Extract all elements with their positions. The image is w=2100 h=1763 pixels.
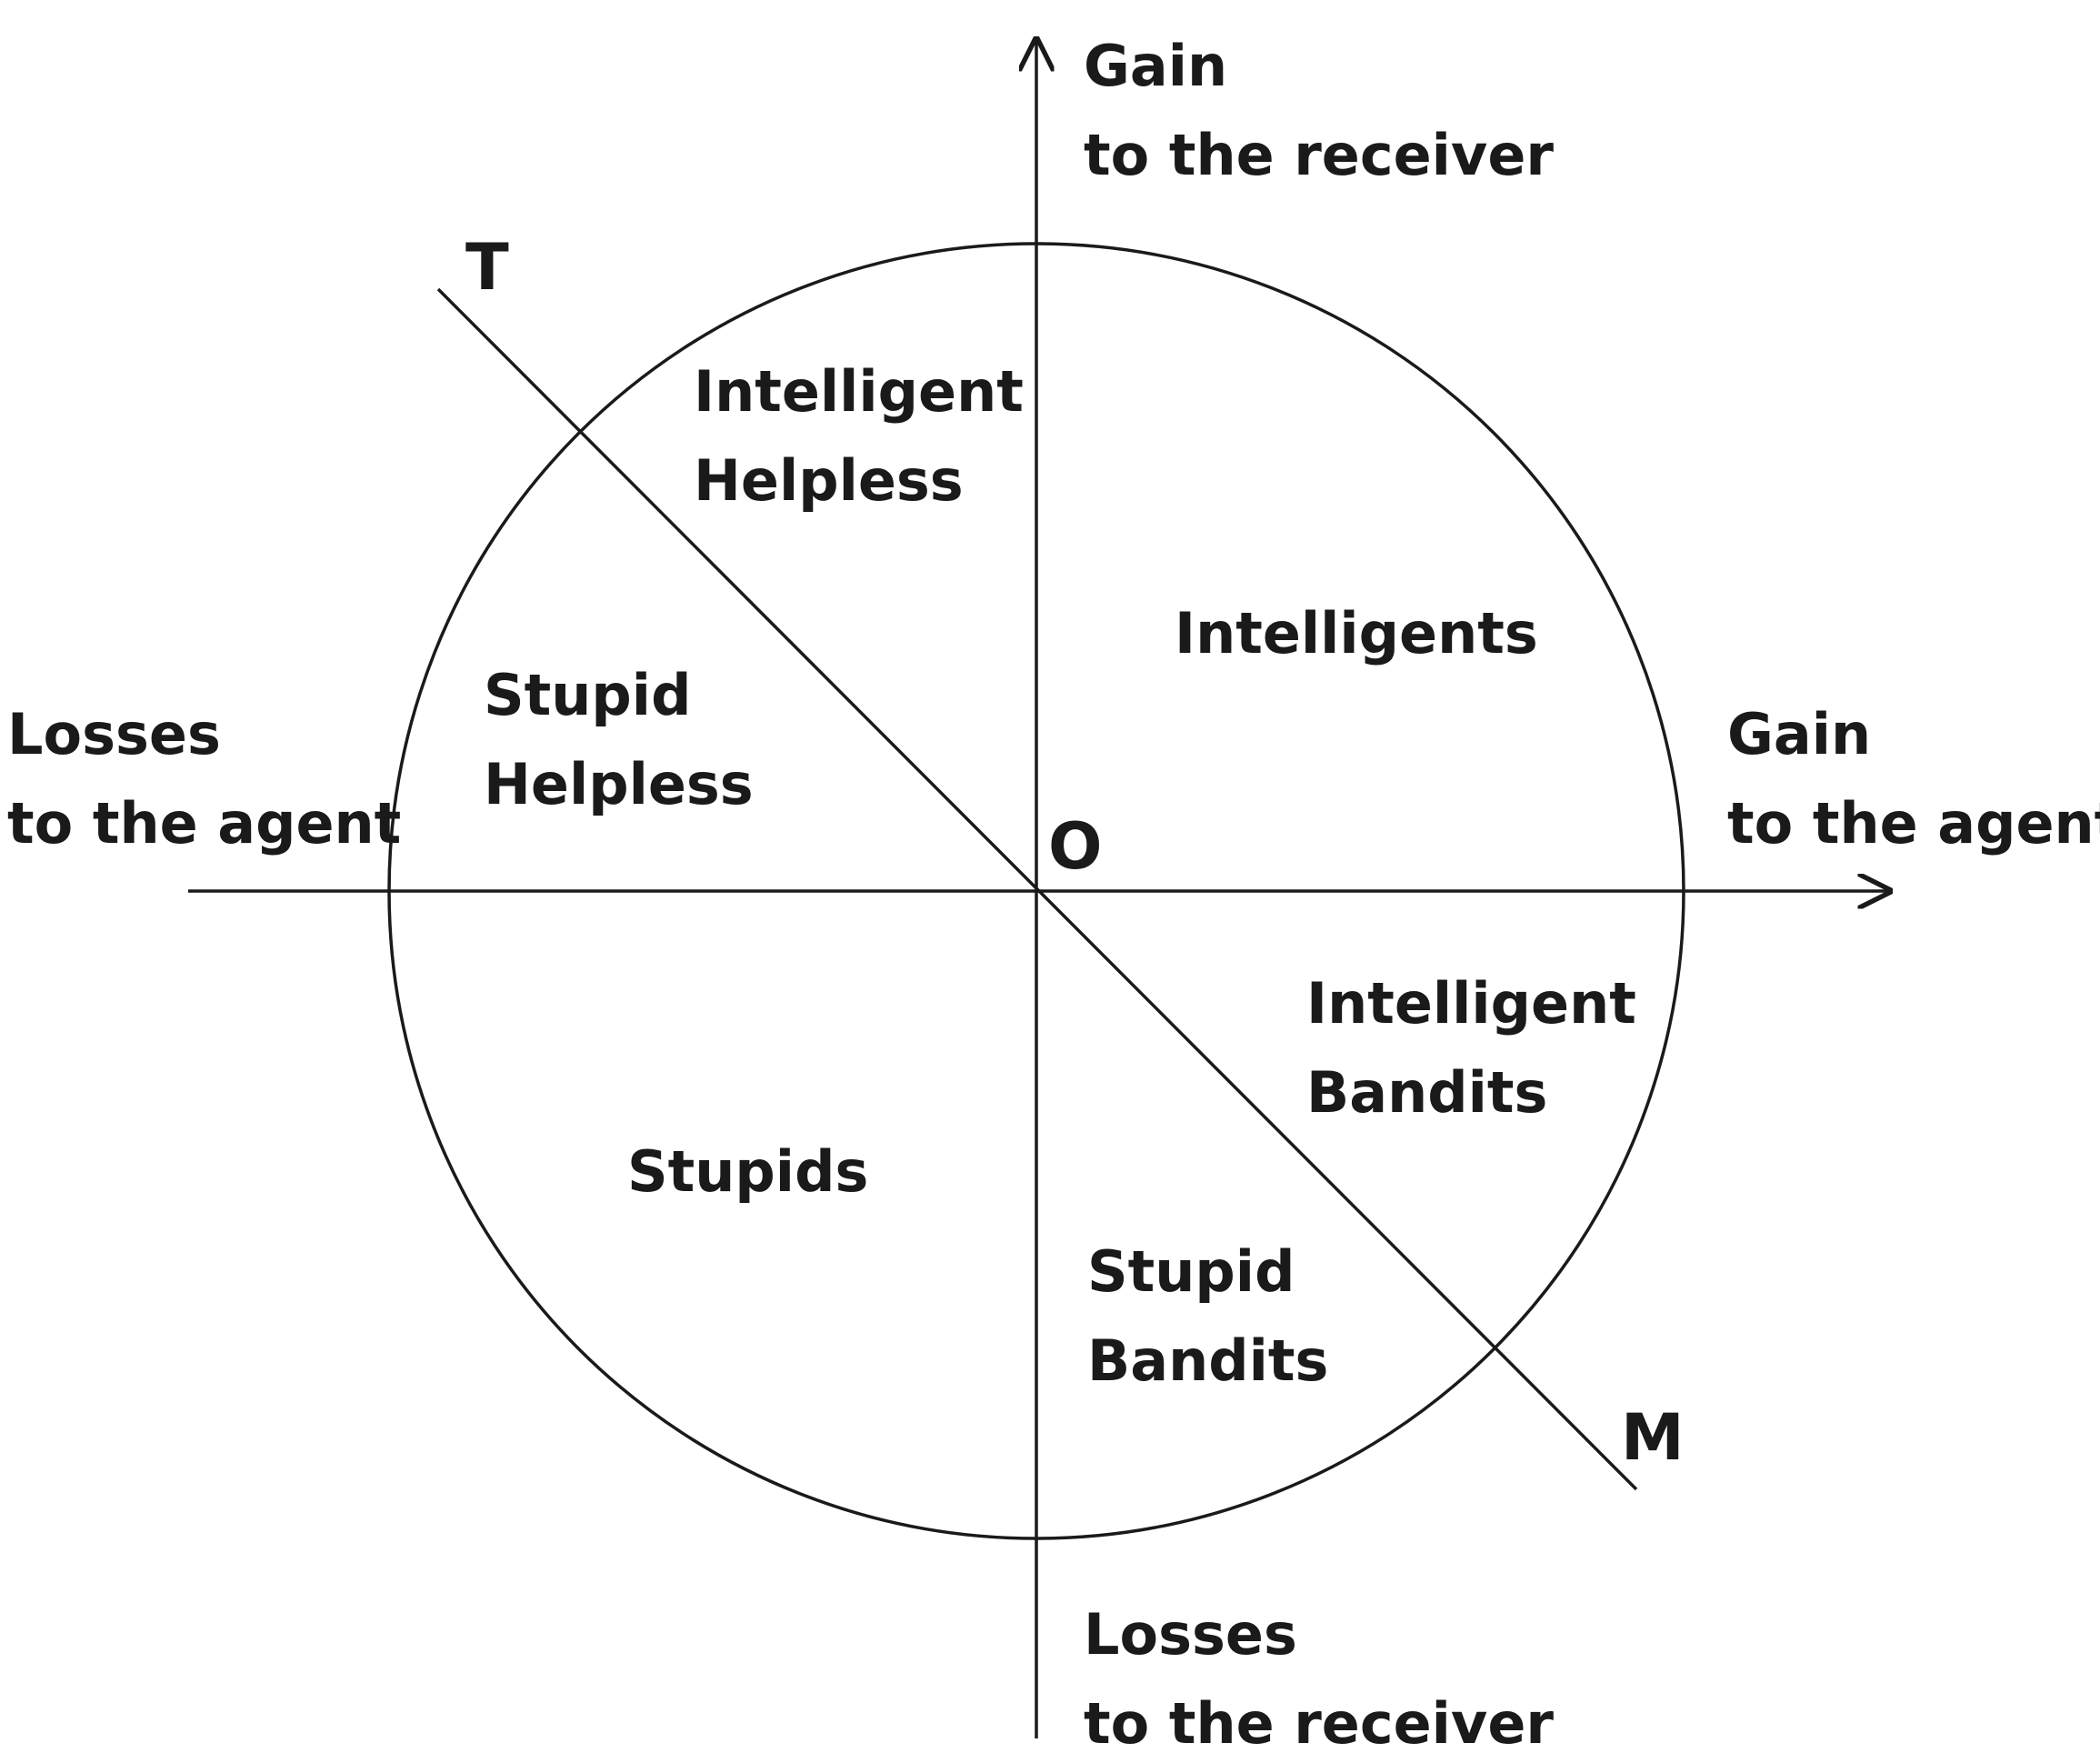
tm-line (436, 287, 1638, 1491)
x-left-label-line1: Losses (7, 701, 221, 767)
y-top-label-line2: to the receiver (1084, 122, 1554, 188)
x-left-label-line2: to the agent (7, 790, 401, 856)
region-stupids: Stupids (627, 1138, 868, 1205)
y-bottom-label: Losses to the receiver (1084, 1601, 1554, 1757)
region-intelligent-helpless: Intelligent Helpless (694, 358, 1043, 514)
origin-label: O (1048, 809, 1103, 884)
m-label: M (1621, 1400, 1685, 1475)
y-top-label-line1: Gain (1084, 33, 1227, 99)
region-intelligents: Intelligents (1175, 600, 1538, 666)
x-right-label: Gain to the agent (1727, 701, 2100, 856)
region-stupid-bandits: Stupid Bandits (1087, 1238, 1328, 1394)
y-bottom-label-line2: to the receiver (1084, 1690, 1554, 1757)
y-bottom-label-line1: Losses (1084, 1601, 1297, 1668)
region-stupid-helpless: Stupid Helpless (484, 662, 754, 817)
t-label: T (465, 230, 509, 305)
x-right-label-line2: to the agent (1727, 790, 2100, 856)
region-intelligent-bandits: Intelligent Bandits (1306, 970, 1655, 1126)
x-left-label: Losses to the agent (7, 701, 401, 856)
x-right-label-line1: Gain (1727, 701, 1871, 767)
y-top-label: Gain to the receiver (1084, 33, 1554, 188)
